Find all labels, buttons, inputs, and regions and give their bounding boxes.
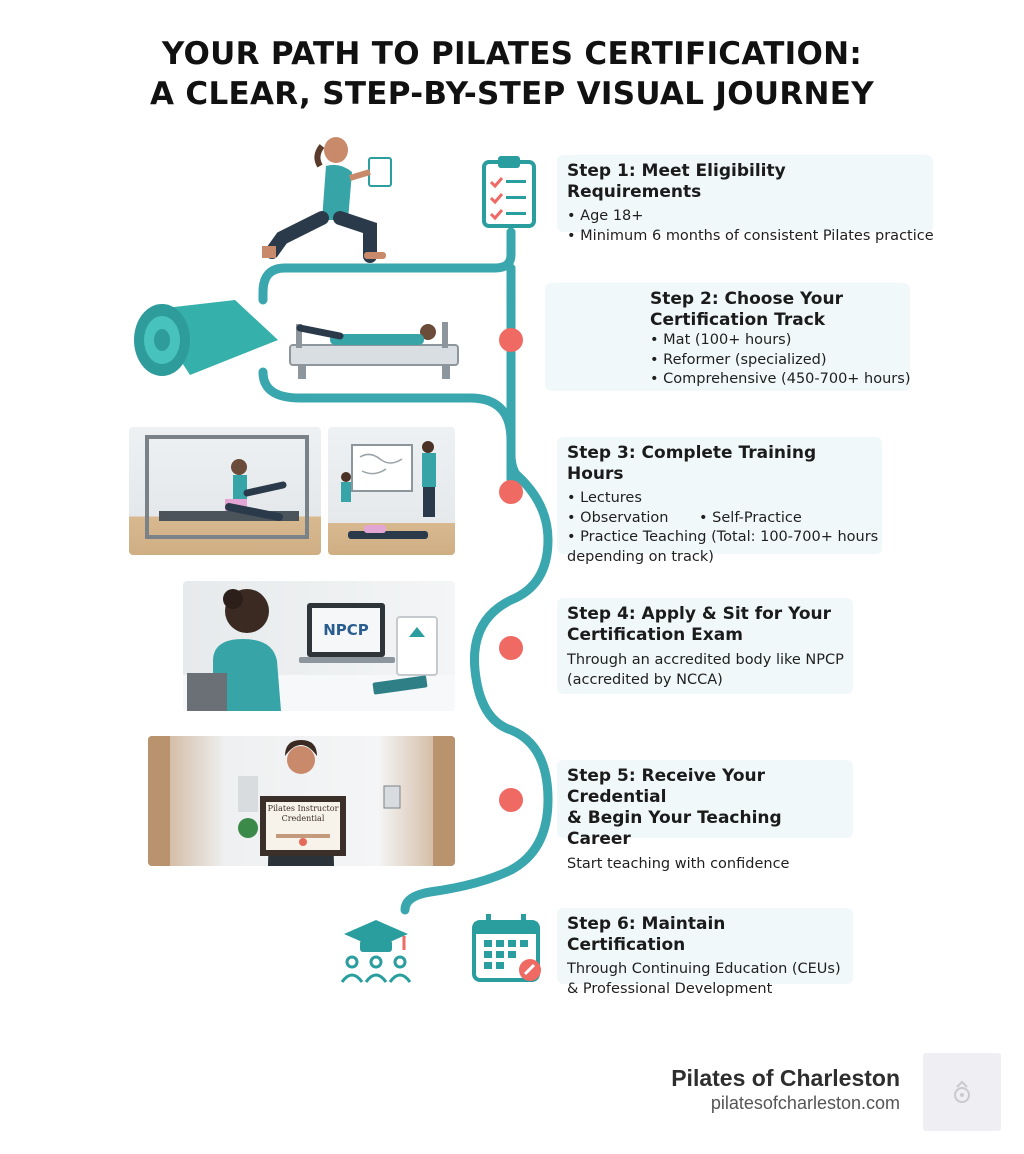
lecture-photo bbox=[328, 427, 455, 555]
step-4-heading-line-2: Certification Exam bbox=[567, 625, 743, 645]
laptop-screen-text: NPCP bbox=[323, 621, 369, 639]
step-3-card: Step 3: Complete Training Hours Lectures… bbox=[557, 437, 882, 565]
step-3-line-1: Lectures bbox=[567, 489, 872, 509]
step-4-line-2: (accredited by NCCA) bbox=[567, 671, 723, 688]
step-2-heading-line-2: Certification Track bbox=[650, 310, 826, 330]
step-4-line-1: Through an accredited body like NPCP bbox=[567, 652, 844, 668]
credential-photo: Pilates Instructor Credential bbox=[148, 736, 455, 866]
brand-name: Pilates of Charleston bbox=[671, 1065, 900, 1091]
brand-logo-tile bbox=[923, 1053, 1001, 1131]
step-4-heading-line-1: Step 4: Apply & Sit for Your bbox=[567, 604, 832, 624]
step-6-heading: Step 6: Maintain Certification bbox=[567, 914, 726, 955]
step-dot-5 bbox=[499, 788, 523, 812]
title-line-1: YOUR PATH TO PILATES CERTIFICATION: bbox=[161, 36, 863, 72]
woman-lunge-illustration bbox=[262, 137, 392, 263]
step-3-line-3: Self-Practice bbox=[699, 510, 802, 526]
step-2-card: Step 2: Choose Your Certification Track … bbox=[545, 283, 910, 391]
step-1-line-1: Age 18+ bbox=[567, 207, 923, 227]
step-6-card: Step 6: Maintain Certification Through C… bbox=[557, 908, 853, 997]
step-5-line-1: Start teaching with confidence bbox=[567, 856, 790, 872]
step-1-heading: Step 1: Meet Eligibility Requirements bbox=[567, 161, 786, 202]
step-dot-4 bbox=[499, 636, 523, 660]
certificate-text-line-2: Credential bbox=[281, 814, 325, 823]
page-title: YOUR PATH TO PILATES CERTIFICATION: A CL… bbox=[0, 34, 1024, 114]
step-3-heading: Step 3: Complete Training Hours bbox=[567, 443, 817, 484]
brand-logo-icon bbox=[954, 1080, 970, 1103]
rolled-mat-illustration bbox=[134, 300, 278, 376]
step-2-line-1: Mat (100+ hours) bbox=[650, 331, 900, 351]
step-6-line-1: Through Continuing Education (CEUs) bbox=[567, 961, 841, 977]
graduation-group-icon bbox=[340, 920, 412, 983]
brand-url[interactable]: pilatesofcharleston.com bbox=[710, 1093, 900, 1113]
step-2-heading-line-1: Step 2: Choose Your bbox=[650, 289, 843, 309]
step-5-heading-line-1: Step 5: Receive Your Credential bbox=[567, 766, 766, 807]
step-dot-2 bbox=[499, 328, 523, 352]
certificate-text: Pilates Instructor Credential bbox=[266, 804, 340, 824]
step-3-line-2-row: ObservationSelf-Practice bbox=[567, 509, 872, 529]
certificate-text-line-1: Pilates Instructor bbox=[267, 804, 339, 813]
step-5-card: Step 5: Receive Your Credential & Begin … bbox=[557, 760, 853, 872]
step-5-heading-line-2: & Begin Your Teaching Career bbox=[567, 808, 782, 849]
step-dot-3 bbox=[499, 480, 523, 504]
title-line-2: A CLEAR, STEP-BY-STEP VISUAL JOURNEY bbox=[150, 76, 874, 112]
step-1-line-2: Minimum 6 months of consistent Pilates p… bbox=[567, 227, 933, 247]
step-3-line-4: Practice Teaching (Total: 100-700+ hours bbox=[567, 528, 878, 548]
clipboard-checklist-icon bbox=[482, 156, 536, 228]
calendar-icon bbox=[472, 914, 541, 982]
step-2-line-3: Comprehensive (450-700+ hours) bbox=[650, 370, 910, 390]
step-2-line-2: Reformer (specialized) bbox=[650, 351, 900, 371]
step-4-card: Step 4: Apply & Sit for Your Certificati… bbox=[557, 598, 853, 694]
step-3-line-5: depending on track) bbox=[567, 548, 714, 565]
step-6-line-2: & Professional Development bbox=[567, 980, 773, 997]
step-1-card: Step 1: Meet Eligibility Requirements Ag… bbox=[557, 155, 934, 244]
reformer-illustration bbox=[289, 322, 459, 379]
step-3-line-2: Observation bbox=[567, 509, 699, 529]
exam-laptop-photo: NPCP bbox=[183, 581, 455, 711]
brand-block: Pilates of Charleston pilatesofcharlesto… bbox=[671, 1064, 900, 1114]
studio-cadillac-photo bbox=[129, 427, 321, 555]
